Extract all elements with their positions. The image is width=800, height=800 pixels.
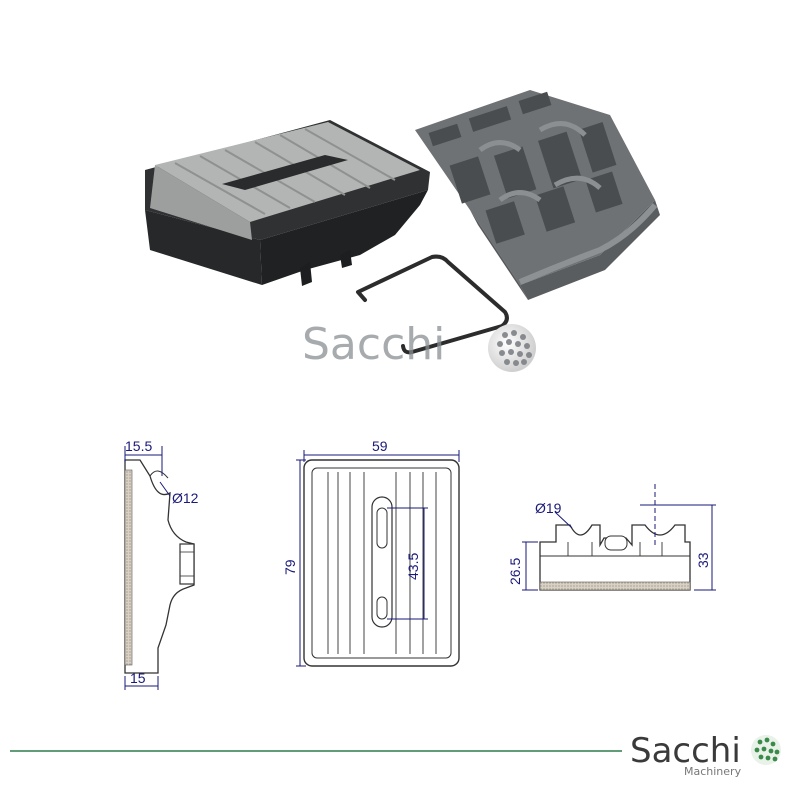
footer-logo: Sacchi Machinery xyxy=(630,731,781,778)
end-view-drawing: Ø19 26.5 33 xyxy=(507,484,716,591)
dim-end-hole-diameter: Ø19 xyxy=(535,500,562,516)
dim-front-height: 79 xyxy=(282,559,298,575)
rubber-shoe-photo xyxy=(415,90,660,300)
dim-side-hole-diameter: Ø12 xyxy=(172,490,199,506)
front-view-drawing: 59 79 43.5 xyxy=(282,438,460,667)
watermark-brand-text: Sacchi xyxy=(302,319,445,370)
center-watermark: Sacchi xyxy=(302,319,536,372)
footer-sub-text: Machinery xyxy=(684,765,742,778)
dim-front-width: 59 xyxy=(372,438,388,454)
rubber-pad-photo xyxy=(145,120,430,286)
dim-front-slot-length: 43.5 xyxy=(405,553,421,580)
dim-side-top-width: 15.5 xyxy=(125,438,152,454)
wire-clip-photo xyxy=(356,254,509,355)
footer-brand-text: Sacchi xyxy=(630,731,741,771)
side-view-drawing: 15.5 Ø12 15 xyxy=(124,438,199,690)
dim-side-bottom-width: 15 xyxy=(130,670,146,686)
dim-end-total-height: 33 xyxy=(695,552,711,568)
dim-end-body-height: 26.5 xyxy=(507,558,523,585)
